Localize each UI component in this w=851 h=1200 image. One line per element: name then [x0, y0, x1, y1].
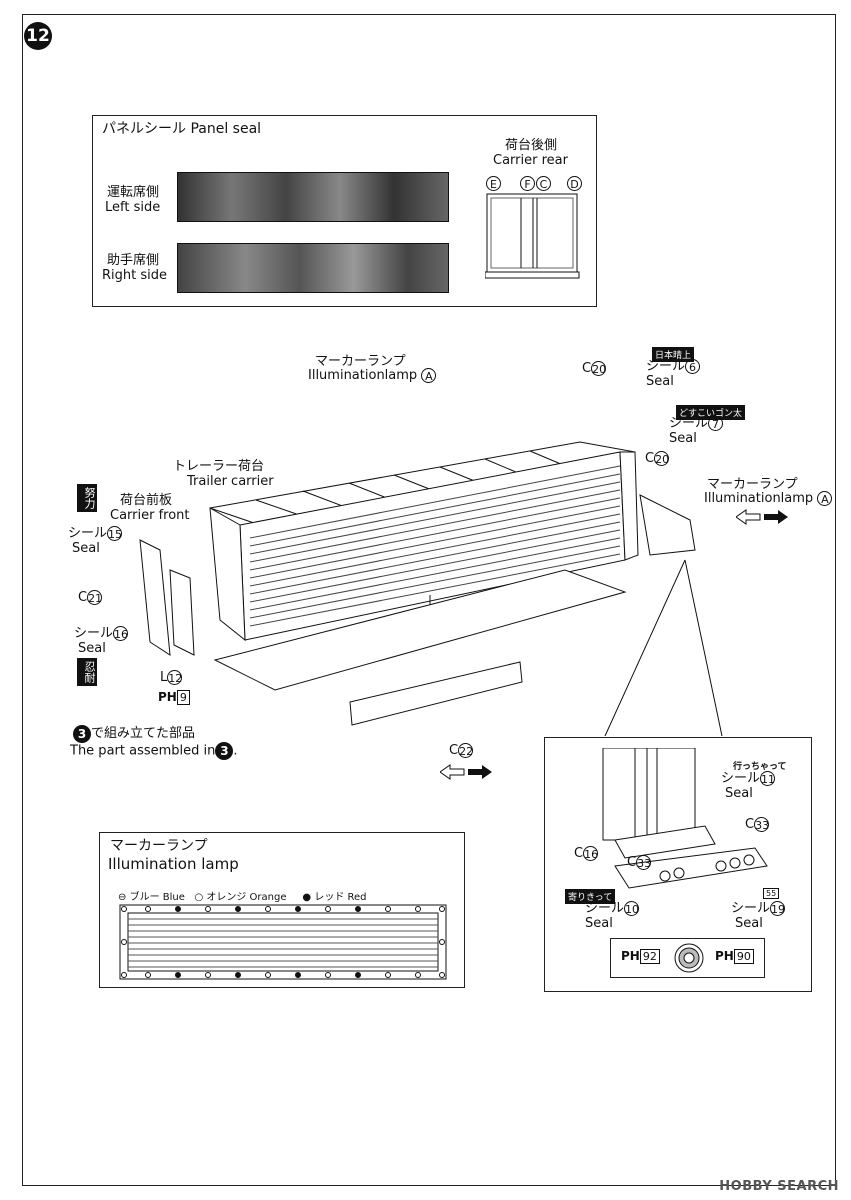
panel-seal-box: パネルシール Panel seal 運転席側 Left side 助手席側 Ri… [92, 115, 597, 307]
illumination-lamp-box: マーカーランプ Illumination lamp ⊖ ブルー Blue ○ オ… [99, 832, 465, 988]
wheel-hub-icon [674, 943, 704, 973]
c22-label: C22 [449, 743, 474, 758]
marker-lamp-top-en-row: Illuminationlamp A [308, 368, 437, 383]
trailer-carrier-drawing [139, 441, 723, 737]
legend-red-icon: ● [302, 892, 312, 903]
c16-label: C16 [574, 846, 599, 861]
marker-lamp-right-en-row: Illuminationlamp A [704, 491, 833, 506]
double-arrow-right-icon [736, 509, 788, 525]
seal7-tag: どすこいゴン太 [676, 401, 746, 420]
marker-lamp-right-jp: マーカーランプ [707, 477, 798, 492]
watermark: HOBBY SEARCH [719, 1179, 839, 1194]
illumination-title-en: Illumination lamp [108, 855, 239, 873]
illumination-title-jp: マーカーランプ [110, 838, 208, 854]
carrier-rear-diagram [485, 193, 580, 279]
rear-letter-f: F [520, 173, 535, 192]
marker-lamp-top-jp: マーカーランプ [315, 354, 406, 369]
trailer-carrier-en: Trailer carrier [187, 474, 274, 489]
left-side-label-jp: 運転席側 [107, 185, 160, 200]
rear-detail-box: 行っちゃって シール11 Seal C33 C16 C33 寄りきって 55 シ… [544, 737, 812, 992]
legend-blue: ブルー Blue [129, 892, 185, 903]
seal11-label: シール11 Seal [721, 771, 776, 801]
carrier-front-jp: 荷台前板 [120, 493, 173, 508]
kanji-effort-tag: 努力 [77, 484, 97, 512]
rear-letter-e: E [486, 173, 501, 192]
rear-letter-d: D [567, 173, 582, 192]
illumination-lamp-diagram [119, 904, 447, 980]
right-side-label-en: Right side [102, 268, 167, 283]
legend-orange-icon: ○ [194, 892, 204, 903]
seal16-label: シール16 Seal [74, 626, 129, 656]
double-arrow-c22-icon [440, 764, 492, 780]
left-side-label-en: Left side [105, 200, 161, 215]
marker-lamp-top-en: Illuminationlamp [308, 368, 418, 383]
seal11-tag: 行っちゃって [733, 762, 787, 772]
page-border [22, 14, 836, 1186]
legend-orange: オレンジ Orange [206, 892, 287, 903]
seal10-tag: 寄りきって [565, 885, 616, 904]
right-side-label-jp: 助手席側 [107, 253, 160, 268]
carrier-rear-label-jp: 荷台後側 [505, 138, 558, 153]
c33-right-label: C33 [745, 817, 770, 832]
rear-letter-c: C [536, 173, 551, 192]
marker-lamp-top-letter: A [421, 368, 437, 383]
legend-red: レッド Red [314, 892, 367, 903]
legend-row: ⊖ ブルー Blue ○ オレンジ Orange ● レッド Red [118, 888, 367, 903]
rear-detail-drawing [602, 748, 768, 889]
c21-label: C21 [78, 590, 103, 605]
c20-top: C20 [582, 361, 607, 376]
kanji-patience-tag: 忍耐 [77, 658, 97, 686]
seal15-label: シール15 Seal [68, 526, 123, 556]
step-number-badge: 12 [24, 22, 52, 50]
l12-label: L12 [160, 670, 183, 685]
right-side-seal-image [177, 243, 449, 293]
plate-55: 55 [763, 888, 780, 899]
legend-blue-icon: ⊖ [118, 892, 127, 903]
carrier-rear-label-en: Carrier rear [493, 153, 568, 168]
seal10-label: シール10 Seal [585, 901, 640, 931]
left-side-seal-image [177, 172, 449, 222]
seal6-tag: 日本晴上 [652, 343, 695, 362]
c33-mid-label: C33 [627, 855, 652, 870]
carrier-front-en: Carrier front [110, 508, 190, 523]
c20-mid: C20 [645, 451, 670, 466]
panel-seal-title: パネルシール Panel seal [102, 121, 262, 137]
seal19-label: シール19 Seal [731, 901, 786, 931]
trailer-carrier-jp: トレーラー荷台 [173, 459, 265, 474]
